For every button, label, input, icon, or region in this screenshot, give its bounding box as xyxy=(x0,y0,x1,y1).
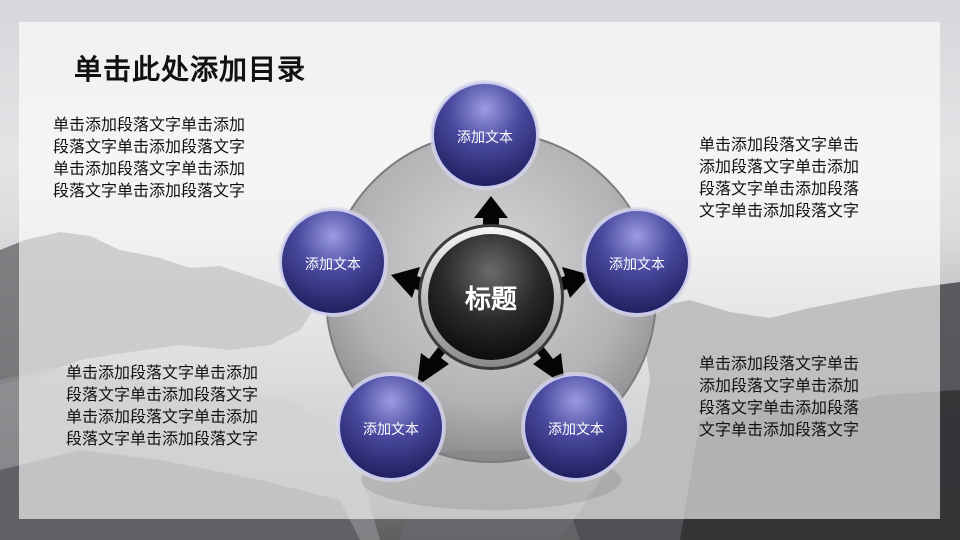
node-label-bottom-left[interactable]: 添加文本 xyxy=(363,422,419,438)
paragraph-top-right[interactable]: 单击添加段落文字单击 添加段落文字单击添加 段落文字单击添加段落 文字单击添加段… xyxy=(699,135,860,220)
paragraph-bottom-left[interactable]: 单击添加段落文字单击添加 段落文字单击添加段落文字 单击添加段落文字单击添加 段… xyxy=(66,363,259,448)
node-bottom-left[interactable] xyxy=(336,372,446,482)
node-bottom-right[interactable] xyxy=(521,372,631,482)
node-top[interactable] xyxy=(430,80,540,190)
node-label-top[interactable]: 添加文本 xyxy=(457,130,513,146)
page-title[interactable]: 单击此处添加目录 xyxy=(74,53,307,86)
arrow-up xyxy=(474,196,508,240)
center-hub[interactable] xyxy=(428,234,554,360)
node-label-bottom-right[interactable]: 添加文本 xyxy=(548,422,604,438)
node-left[interactable] xyxy=(278,207,388,317)
paragraph-top-left[interactable]: 单击添加段落文字单击添加 段落文字单击添加段落文字 单击添加段落文字单击添加 段… xyxy=(53,115,246,200)
center-title[interactable]: 标题 xyxy=(464,285,517,315)
paragraph-bottom-right[interactable]: 单击添加段落文字单击 添加段落文字单击添加 段落文字单击添加段落 文字单击添加段… xyxy=(699,354,860,439)
node-label-right[interactable]: 添加文本 xyxy=(609,257,665,273)
node-right[interactable] xyxy=(582,207,692,317)
node-label-left[interactable]: 添加文本 xyxy=(305,257,361,273)
